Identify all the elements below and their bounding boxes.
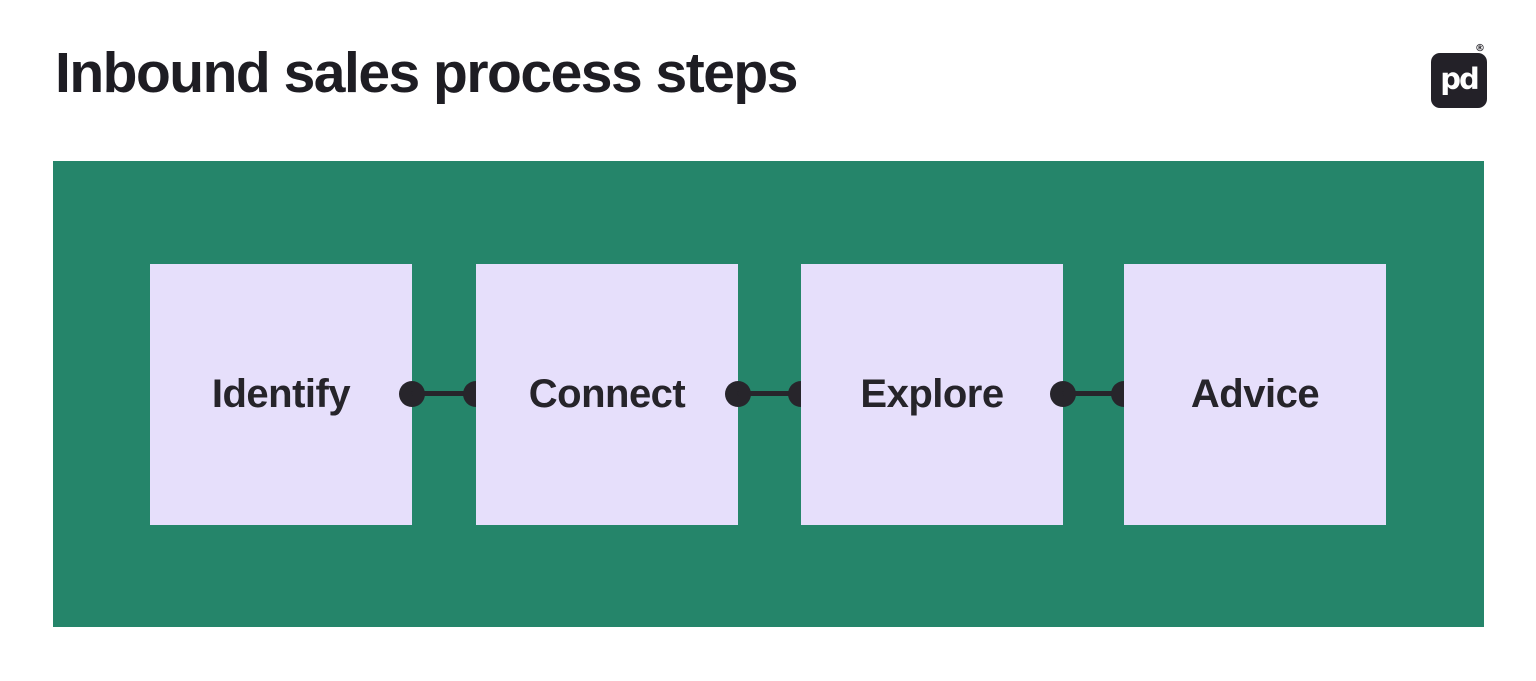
process-panel: Identify Connect Explore Advice (53, 161, 1484, 627)
step-label: Identify (211, 372, 351, 416)
step-box-connect: Connect (476, 264, 738, 525)
step-box-identify: Identify (150, 264, 412, 525)
step-label: Connect (528, 372, 686, 416)
pandadoc-logo: pd ® (1431, 43, 1487, 108)
step-box-explore: Explore (801, 264, 1063, 525)
connector-line (737, 391, 802, 396)
connector-line (411, 391, 477, 396)
pandadoc-monogram-icon: pd (1440, 61, 1480, 96)
step-box-advice: Advice (1124, 264, 1386, 525)
connector-line (1062, 391, 1125, 396)
step-label: Explore (860, 372, 1004, 416)
page-title: Inbound sales process steps (55, 41, 798, 105)
registered-trademark-icon: ® (1475, 43, 1485, 54)
step-label: Advice (1190, 372, 1320, 416)
